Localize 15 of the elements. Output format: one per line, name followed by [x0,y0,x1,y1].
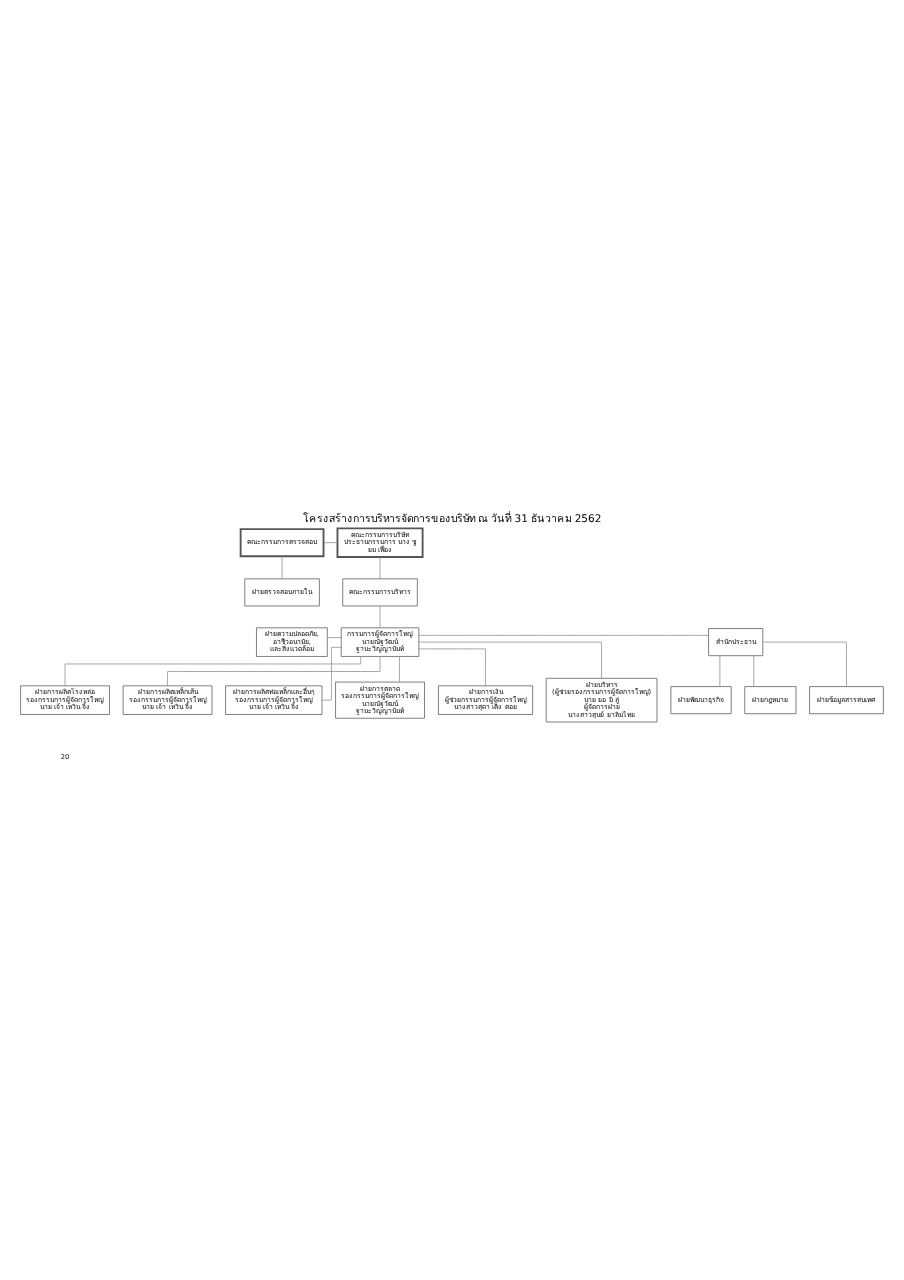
connector [379,604,381,627]
connector [323,541,338,543]
connector [64,655,361,686]
connector [418,640,602,678]
connector [762,640,847,686]
connector [379,555,381,578]
connector [418,633,709,635]
connector [321,646,342,700]
connector [719,654,721,686]
connector [418,647,486,685]
connector [281,554,283,579]
connector [327,636,342,637]
connector [753,654,755,686]
connector [399,655,400,682]
connector [167,655,381,685]
